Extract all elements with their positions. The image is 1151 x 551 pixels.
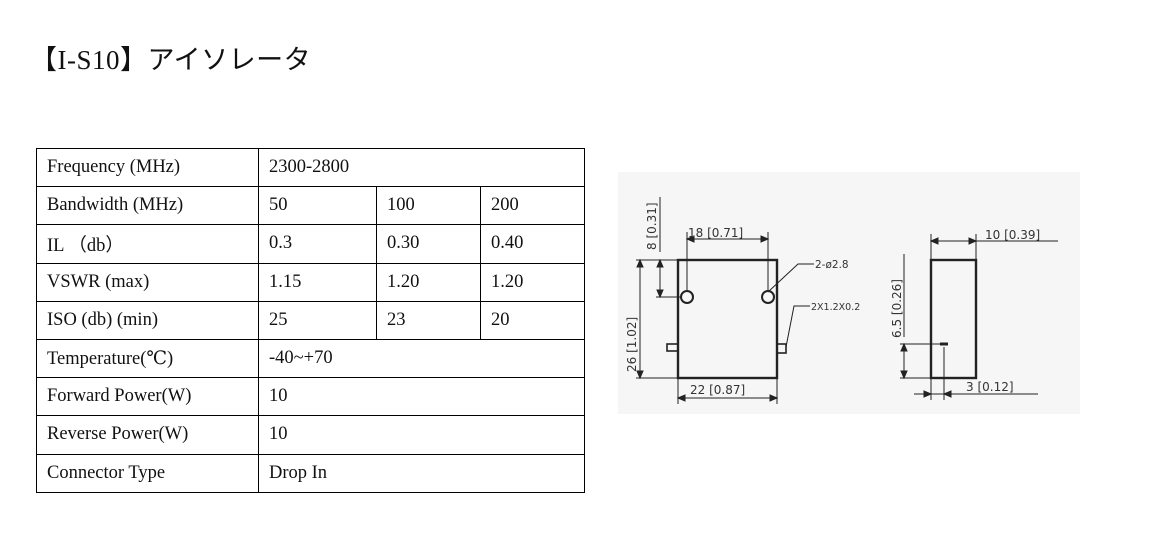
dim-hole-spacing: 18 [0.71]: [688, 226, 743, 240]
spec-value: 10: [257, 415, 586, 455]
spec-label: Bandwidth (MHz): [36, 186, 259, 226]
dim-width: 22 [0.87]: [690, 383, 745, 397]
spec-value: 50: [258, 186, 377, 226]
isolator-outline-drawing: 18 [0.71] 2-ø2.8 2X1.2X0.2 22 [0.87] 10 …: [625, 197, 1058, 404]
table-row: Bandwidth (MHz) 50 100 200: [36, 186, 586, 226]
dimension-drawing: 18 [0.71] 2-ø2.8 2X1.2X0.2 22 [0.87] 10 …: [618, 172, 1080, 414]
spec-label: ISO (db) (min): [36, 300, 259, 340]
dim-hole-note: 2-ø2.8: [815, 259, 849, 271]
spec-label: IL （db）: [36, 224, 259, 264]
spec-value: 25: [258, 300, 377, 340]
spec-value: Drop In: [257, 453, 586, 493]
connector-tab-icon: [666, 343, 679, 352]
page-title: 【I-S10】アイソレータ: [30, 45, 312, 75]
spec-value: 100: [376, 186, 481, 226]
spec-label: VSWR (max): [36, 262, 259, 302]
table-row: Connector Type Drop In: [36, 453, 586, 493]
table-row: IL （db） 0.3 0.30 0.40: [36, 224, 586, 264]
spec-value: 2300-2800: [257, 147, 586, 188]
table-row: Forward Power(W) 10: [36, 377, 586, 417]
dim-side-offset: 3 [0.12]: [966, 380, 1014, 394]
dim-depth: 10 [0.39]: [985, 228, 1040, 242]
spec-table: Frequency (MHz) 2300-2800 Bandwidth (MHz…: [36, 147, 586, 493]
spec-label: Connector Type: [36, 453, 259, 493]
spec-value: -40~+70: [257, 338, 586, 379]
table-row: Frequency (MHz) 2300-2800: [36, 147, 586, 188]
dim-tab-note: 2X1.2X0.2: [811, 302, 860, 313]
mounting-hole-icon: [680, 290, 694, 304]
spec-label: Frequency (MHz): [36, 147, 259, 188]
spec-value: 1.20: [376, 262, 481, 302]
spec-value: 0.3: [258, 224, 377, 264]
spec-value: 10: [257, 377, 586, 417]
spec-value: 200: [479, 186, 586, 226]
isolator-side-view: [929, 258, 978, 380]
isolator-front-view: [676, 258, 779, 380]
spec-label: Temperature(℃): [36, 338, 259, 379]
table-row: Reverse Power(W) 10: [36, 415, 586, 455]
spec-label: Reverse Power(W): [36, 415, 259, 455]
spec-value: 23: [376, 300, 481, 340]
mounting-hole-icon: [761, 290, 775, 304]
spec-value: 1.20: [479, 262, 586, 302]
dim-side-height: 6.5 [0.26]: [890, 279, 904, 338]
spec-label: Forward Power(W): [36, 377, 259, 417]
spec-value: 0.40: [479, 224, 586, 264]
spec-value: 0.30: [376, 224, 481, 264]
spec-value: 20: [479, 300, 586, 340]
connector-tab-icon: [776, 343, 787, 354]
table-row: VSWR (max) 1.15 1.20 1.20: [36, 262, 586, 302]
table-row: Temperature(℃) -40~+70: [36, 338, 586, 379]
table-row: ISO (db) (min) 25 23 20: [36, 300, 586, 340]
spec-value: 1.15: [258, 262, 377, 302]
dim-height-top: 8 [0.31]: [645, 202, 659, 250]
dim-height: 26 [1.02]: [625, 317, 639, 372]
